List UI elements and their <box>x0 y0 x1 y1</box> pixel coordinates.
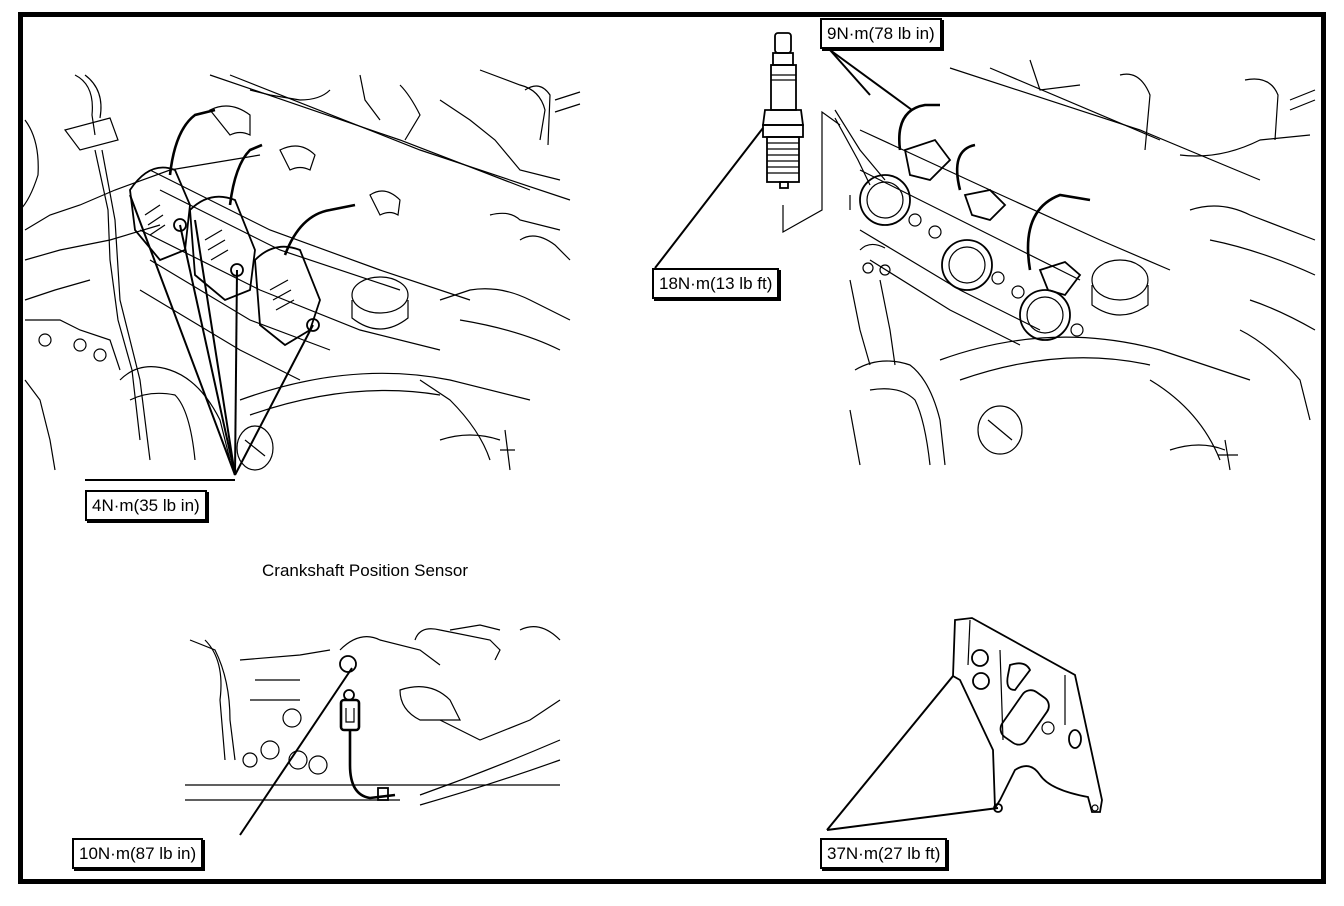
torque-label-bracket-bolts: 37N·m(27 lb ft) <box>820 838 948 869</box>
torque-label-crankshaft-sensor-bolt: 10N·m(87 lb in) <box>72 838 204 869</box>
engine-spark-plug-wells-illustration <box>829 49 1316 471</box>
spark-plug-illustration <box>654 32 841 269</box>
diagram-frame <box>18 12 1326 884</box>
torque-label-coil-pack-bolts: 9N·m(78 lb in) <box>820 18 942 49</box>
crankshaft-position-sensor-caption: Crankshaft Position Sensor <box>262 561 468 580</box>
mounting-bracket-illustration <box>826 617 1103 831</box>
torque-label-ignition-coil-bolts: 4N·m(35 lb in) <box>85 490 207 521</box>
torque-label-spark-plug: 18N·m(13 lb ft) <box>652 268 780 299</box>
crankshaft-position-sensor-illustration <box>185 624 561 836</box>
engine-ignition-coils-illustration <box>19 69 581 481</box>
